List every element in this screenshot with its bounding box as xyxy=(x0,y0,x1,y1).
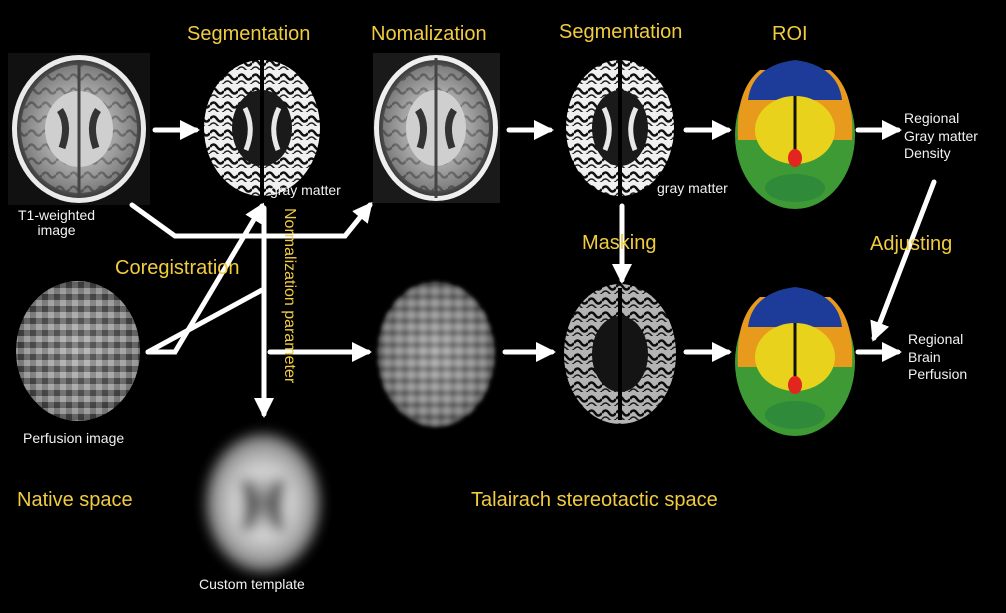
label-regional-brain-perfusion: Regional Brain Perfusion xyxy=(908,331,968,382)
label-coregistration: Coregistration xyxy=(115,257,240,279)
label-perfusion-image: Perfusion image xyxy=(23,430,125,446)
label-gray-matter-2: gray matter xyxy=(657,180,728,196)
label-segmentation-2: Segmentation xyxy=(559,21,683,43)
arrow-perfusion-to-template-path xyxy=(145,287,265,355)
label-native-space: Native space xyxy=(17,489,133,511)
arrow-t1-to-normalization xyxy=(129,201,373,239)
segmented-gray-matter-image-1 xyxy=(204,60,320,196)
label-segmentation-1: Segmentation xyxy=(187,23,311,45)
label-t1-line2: image xyxy=(37,222,76,239)
label-regional-gray-matter-density: Regional Gray matter Density xyxy=(904,110,978,161)
label-nomalization: Nomalization xyxy=(371,23,487,45)
segmented-gray-matter-image-2 xyxy=(566,60,674,196)
arrow-coregistration xyxy=(145,202,265,355)
roi-atlas-image-top xyxy=(735,60,855,209)
perfusion-brain-image xyxy=(16,281,140,421)
normalized-t1-image xyxy=(373,53,500,203)
masked-perfusion-image xyxy=(564,284,676,424)
t1-brain-image xyxy=(8,53,150,205)
label-adjusting: Adjusting xyxy=(870,233,953,255)
roi-atlas-image-bottom xyxy=(735,287,855,436)
label-t1-weighted: T1-weighted image xyxy=(18,207,96,239)
label-masking: Masking xyxy=(582,232,657,254)
normalized-perfusion-image xyxy=(378,282,494,426)
arrow-adjusting xyxy=(870,179,937,342)
label-roi: ROI xyxy=(772,23,808,45)
custom-template-image xyxy=(205,433,321,573)
label-gray-matter-1: gray matter xyxy=(270,182,341,198)
label-talairach-space: Talairach stereotactic space xyxy=(471,489,718,511)
label-t1-line1: T1-weighted xyxy=(18,207,96,223)
arrows xyxy=(129,120,937,418)
label-normalization-parameter: Normalization parameter xyxy=(281,208,298,384)
label-custom-template: Custom template xyxy=(199,576,305,592)
